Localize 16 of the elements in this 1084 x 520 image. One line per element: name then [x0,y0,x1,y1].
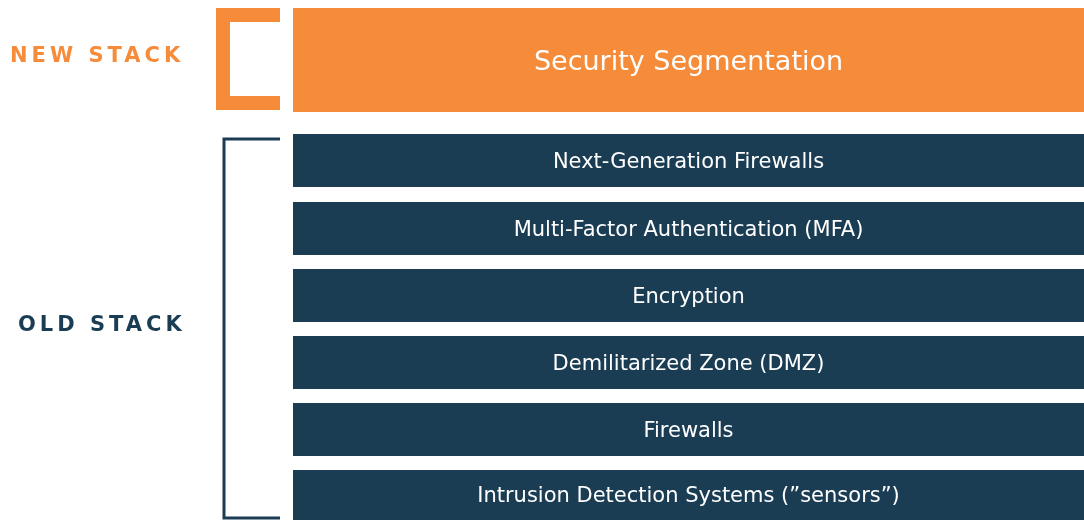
stack-layer-bar [293,336,1084,389]
stack-layer-bar [293,470,1084,520]
layer-label: Security Segmentation [533,44,844,76]
stack-layer-bar [293,269,1084,322]
stack-layer-bar [293,134,1084,187]
stack-heading: NEW STACK [10,43,185,67]
layer-label: Firewalls [643,417,734,442]
layer-label: Intrusion Detection Systems (”sensors”) [477,483,900,507]
layer-label: Next-Generation Firewalls [552,148,825,173]
stack-layer-bar [293,8,1084,112]
stack-heading: OLD STACK [18,312,186,336]
layer-label: Multi-Factor Authentication (MFA) [513,216,864,241]
layer-label: Demilitarized Zone (DMZ) [552,350,825,375]
layer-label: Encryption [632,283,745,308]
stack-layer-bar [293,403,1084,456]
stack-layer-bar [293,202,1084,255]
